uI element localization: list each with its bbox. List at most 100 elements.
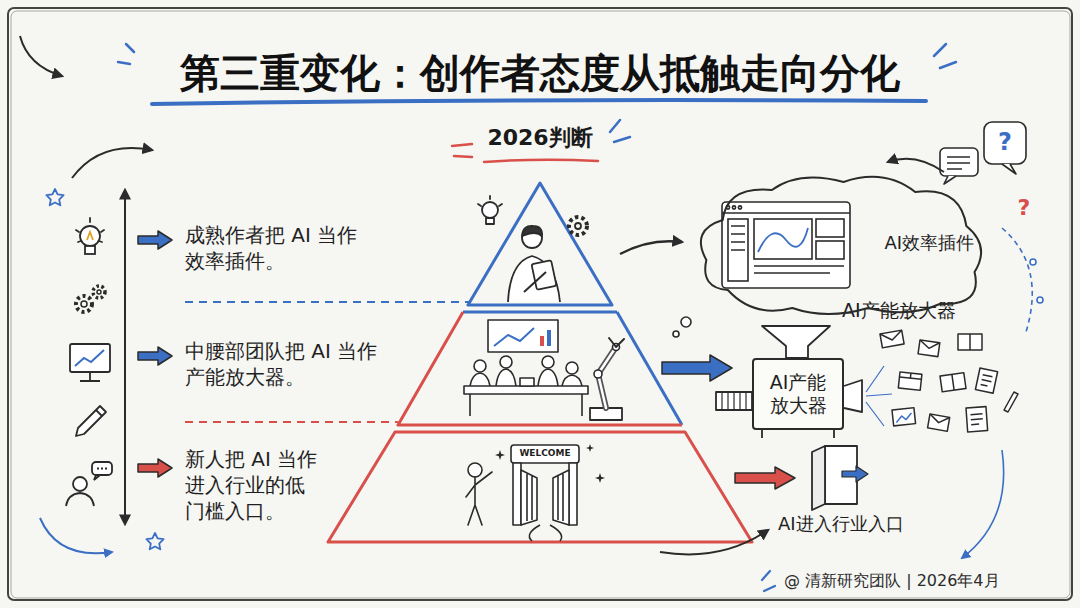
- node-text: AI产能 放大器: [762, 371, 834, 417]
- output-items: [970, 414, 983, 425]
- middle-tier-team: [562, 375, 582, 386]
- person-icon: [94, 475, 100, 480]
- title-text: 第三重变化：创作者态度从抵触走向分化: [0, 50, 1080, 96]
- heading-marks: [484, 160, 598, 162]
- middle-tier-team: [474, 360, 486, 372]
- speech-bubbles: [1002, 164, 1016, 174]
- corner-arrow: [20, 36, 62, 76]
- gears-icon: [76, 296, 92, 312]
- output-items: [966, 407, 988, 432]
- output-items: [892, 408, 916, 426]
- gears-icon: [97, 290, 101, 294]
- bottom-tier-gate: [495, 450, 505, 460]
- output-items: [966, 407, 988, 432]
- screen-window: [816, 219, 844, 237]
- exit-door: [812, 446, 825, 510]
- output-items: [975, 368, 997, 393]
- pencil-icon: [76, 406, 106, 436]
- middle-tier-team: [500, 356, 512, 368]
- bottom-tier-gate: [513, 463, 521, 525]
- cloud-panel: AI效率插件: [692, 168, 994, 318]
- question-mark: ?: [1012, 194, 1036, 223]
- amplifier-machine: [716, 326, 892, 438]
- pointer-arrows: [138, 347, 172, 365]
- output-items: [918, 340, 940, 357]
- left-axis: [72, 148, 152, 178]
- pyramid: [398, 312, 682, 425]
- bulb-icon: [87, 232, 93, 240]
- output-items: [928, 414, 950, 431]
- title-underline: [934, 44, 956, 68]
- gears-icon: [76, 286, 105, 312]
- middle-tier-team: [542, 356, 554, 368]
- top-tier-figure: [482, 202, 498, 218]
- monitor-icon: [75, 350, 104, 366]
- person-icon: [66, 493, 94, 506]
- output-items: [918, 340, 940, 357]
- output-items: [940, 373, 966, 392]
- middle-tier-team: [470, 373, 490, 386]
- corner-arrow: [20, 36, 62, 76]
- middle-tier-team: [494, 328, 534, 346]
- bottom-tier-gate: [511, 445, 579, 463]
- exit-door: [842, 466, 868, 482]
- tier-separators: [185, 421, 398, 423]
- robot-arm: [590, 338, 624, 420]
- monitor-icon: [80, 372, 100, 381]
- star-icon: [146, 533, 163, 549]
- output-items: [880, 330, 904, 348]
- tier-to-output-arrows: [660, 530, 768, 554]
- output-items: [958, 334, 982, 350]
- frame: [11, 11, 1070, 598]
- output-items: [928, 414, 950, 431]
- machine-box: AI产能 放大器: [752, 358, 844, 430]
- top-tier-figure: [524, 272, 546, 292]
- gate-sign: WELCOME: [515, 448, 575, 459]
- heading-marks: [610, 120, 630, 142]
- output-items: [929, 414, 950, 424]
- top-tier-figure: [478, 196, 587, 302]
- exit-door: [812, 446, 868, 510]
- middle-tier-team: [496, 369, 516, 386]
- tier-description: 中腰部团队把 AI 当作产能放大器。: [185, 338, 385, 390]
- pyramid: [468, 183, 612, 305]
- monitor-icon: [70, 344, 110, 372]
- left-axis: [124, 190, 126, 524]
- amplifier-machine: [762, 326, 830, 358]
- output-items: [898, 372, 922, 390]
- bottom-tier-gate: [529, 525, 561, 541]
- top-tier-figure: [575, 223, 581, 229]
- middle-tier-team: [520, 378, 534, 386]
- output-items: [880, 330, 903, 342]
- screen-window: [722, 212, 850, 214]
- middle-tier-team: [488, 320, 558, 352]
- output-items: [899, 372, 921, 379]
- person-icon: [92, 462, 112, 475]
- tier-separators: [185, 302, 470, 422]
- screen-window: [738, 206, 741, 209]
- gears-icon: [93, 286, 105, 298]
- output-items: [892, 408, 916, 426]
- middle-tier-team: [470, 394, 582, 416]
- bottom-tier-gate: [553, 470, 569, 525]
- middle-tier-team: [547, 330, 551, 346]
- middle-tier-team: [566, 362, 578, 374]
- caption-text: @ 清新研究团队 | 2026年4月: [784, 571, 1000, 592]
- output-items: [880, 330, 904, 348]
- frame: [8, 8, 1072, 600]
- amplifier-machine: [844, 380, 862, 412]
- pointer-arrows: [138, 231, 172, 249]
- bulb-icon: [76, 218, 104, 254]
- middle-tier-team: [540, 336, 544, 346]
- gears-icon: [81, 301, 87, 307]
- bulb-icon: [85, 246, 95, 254]
- side-doodles: [762, 571, 775, 591]
- tier-separators: [185, 301, 470, 303]
- top-tier-figure: [508, 256, 560, 302]
- output-items: [975, 368, 997, 393]
- top-tier-figure: [478, 196, 502, 206]
- pointer-arrows: [138, 459, 172, 477]
- screen-window: [758, 228, 808, 252]
- output-items: [940, 373, 966, 392]
